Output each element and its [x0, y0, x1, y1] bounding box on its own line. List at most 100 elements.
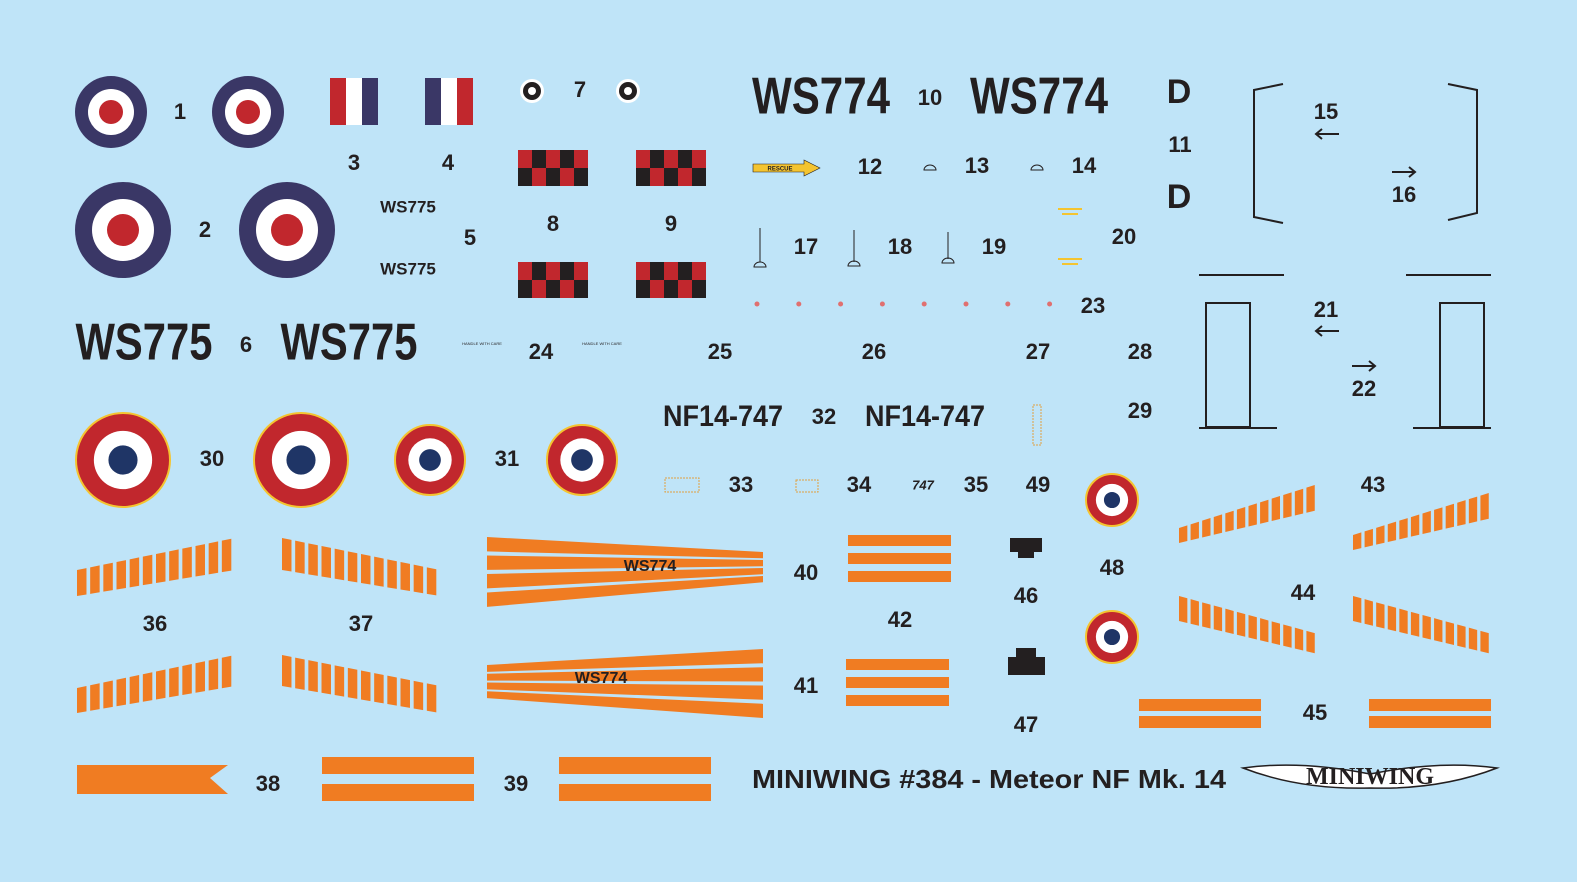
french-roundel [546, 424, 618, 496]
decal-number-3: 3 [348, 150, 360, 175]
stencil-dot [963, 301, 969, 307]
door-outline-decal-21-22 [1199, 274, 1491, 429]
code-d-b: D [1167, 178, 1192, 216]
ws775-large-b: WS775 [281, 314, 418, 372]
french-roundel [253, 412, 349, 508]
stripe-bars [846, 659, 949, 706]
raf-roundel-decal-2 [75, 182, 335, 278]
decal-number-4: 4 [442, 150, 455, 175]
decal-number-20: 20 [1112, 224, 1136, 249]
miniwing-logo: MINIWING [1240, 764, 1500, 790]
fin-flash-decal-4 [425, 78, 473, 125]
stencil-decals [753, 164, 1082, 268]
slatted-stripe [77, 655, 232, 713]
checker-block [518, 262, 588, 298]
stripe-bars [848, 535, 951, 582]
decal-number-16: 16 [1392, 182, 1416, 207]
decal-number-31: 31 [495, 446, 519, 471]
decal-number-28: 28 [1128, 339, 1152, 364]
slatted-stripe [77, 538, 232, 596]
decal-number-48: 48 [1100, 555, 1124, 580]
serial-747-small: 747 [912, 477, 934, 492]
slatted-stripe [1179, 485, 1315, 543]
decal-number-45: 45 [1303, 700, 1327, 725]
decal-number-36: 36 [143, 611, 167, 636]
instrument-panel-decal-47 [1008, 648, 1045, 675]
decal-number-5: 5 [464, 225, 476, 250]
stencil-decal-34 [795, 479, 819, 493]
decal-number-6: 6 [240, 332, 252, 357]
decal-number-49: 49 [1026, 472, 1050, 497]
rescue-arrow-decal-12: RESCUE [752, 159, 821, 177]
french-roundel [1085, 610, 1139, 664]
checker-decals-8-9 [518, 150, 706, 298]
decal-number-15: 15 [1314, 99, 1338, 124]
ws775-small-a: WS775 [380, 197, 436, 216]
decal-number-44: 44 [1291, 580, 1316, 605]
decal-number-19: 19 [982, 234, 1006, 259]
handle-with-care-stencil-a: HANDLE WITH CARE [462, 341, 502, 346]
ws774-large-b: WS774 [970, 68, 1108, 126]
decal-number-14: 14 [1072, 153, 1097, 178]
small-roundel-decal-7 [520, 79, 640, 103]
decal-number-37: 37 [349, 611, 373, 636]
raf-roundel-decal-1 [75, 76, 284, 148]
decal-number-13: 13 [965, 153, 989, 178]
decal-number-21: 21 [1314, 297, 1338, 322]
decal-number-12: 12 [858, 154, 882, 179]
decal-number-40: 40 [794, 560, 818, 585]
stencil-dot [879, 301, 885, 307]
slatted-stripe [1179, 596, 1315, 654]
rescue-label: RESCUE [767, 167, 792, 173]
decal-number-30: 30 [200, 446, 224, 471]
decal-number-29: 29 [1128, 398, 1152, 423]
stencil-dot [1005, 301, 1011, 307]
decal-number-47: 47 [1014, 712, 1038, 737]
wedge-stripe [487, 649, 763, 718]
stripe-bars [1369, 699, 1491, 728]
stencil-dot [921, 301, 927, 307]
french-roundel-decals [75, 412, 1139, 664]
decal-number-38: 38 [256, 771, 280, 796]
decal-number-32: 32 [812, 404, 836, 429]
stencil-dot [754, 301, 760, 307]
decal-number-33: 33 [729, 472, 753, 497]
sheet-title: MINIWING #384 - Meteor NF Mk. 14 [752, 764, 1227, 794]
handle-with-care-stencil-b: HANDLE WITH CARE [582, 341, 622, 346]
wedge-stripe [487, 537, 763, 607]
decal-number-2: 2 [199, 217, 211, 242]
canopy-frame-decal-15-16 [1253, 83, 1478, 224]
decal-number-7: 7 [574, 77, 586, 102]
decal-number-23: 23 [1081, 293, 1105, 318]
ws774-on-stripe-a: WS774 [624, 558, 677, 575]
orange-stripe-decals [77, 485, 1491, 801]
decal-number-24: 24 [529, 339, 554, 364]
stripe-bars [1139, 699, 1261, 728]
decal-number-8: 8 [547, 211, 559, 236]
slatted-stripe [282, 655, 437, 713]
decal-number-25: 25 [708, 339, 732, 364]
stencil-dot [838, 301, 844, 307]
decal-number-46: 46 [1014, 583, 1038, 608]
code-d-a: D [1167, 73, 1192, 111]
stripe-bars [559, 757, 711, 801]
stripe-bars [322, 757, 474, 801]
stencil-dots-decal-23 [754, 301, 1053, 307]
decal-number-34: 34 [847, 472, 872, 497]
instrument-panel-decal-46 [1010, 538, 1042, 558]
decal-number-27: 27 [1026, 339, 1050, 364]
decal-number-42: 42 [888, 607, 912, 632]
decal-number-17: 17 [794, 234, 818, 259]
french-roundel [75, 412, 171, 508]
pennant-stripe-38 [77, 765, 228, 794]
ws774-large-a: WS774 [752, 68, 890, 126]
logo-text: MINIWING [1306, 764, 1434, 790]
decal-number-11: 11 [1168, 132, 1191, 157]
checker-block [518, 150, 588, 186]
decal-number-35: 35 [964, 472, 988, 497]
decal-number-26: 26 [862, 339, 886, 364]
nf14-747-a: NF14-747 [663, 400, 783, 433]
stencil-decal-33 [664, 477, 700, 493]
